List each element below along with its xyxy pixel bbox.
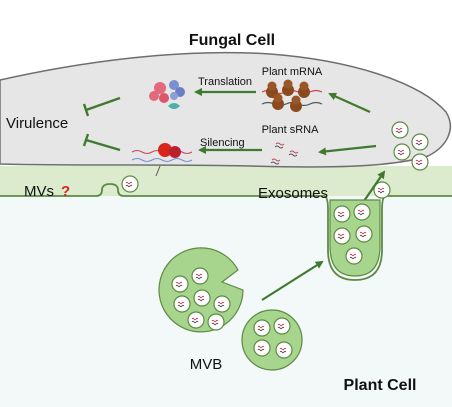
fungal-cell: [0, 51, 451, 168]
mvs-label: MVs: [24, 183, 54, 200]
mrna-uptake-arrow: [328, 92, 371, 114]
fusing-mvb: [329, 199, 381, 277]
srna-uptake-arrow: [318, 144, 377, 156]
inhibition-bar-icon: [82, 96, 121, 117]
vesicle-icon: [353, 203, 371, 221]
vesicle-icon: [121, 175, 139, 193]
vesicle-icon: [275, 341, 293, 359]
virulence-label: Virulence: [6, 115, 68, 132]
vesicle-icon: [213, 295, 231, 313]
protein-icon: [149, 80, 185, 109]
vesicle-icon: [193, 289, 211, 307]
plant-mrna-label: Plant mRNA: [262, 66, 323, 78]
vesicle-icon: [171, 275, 189, 293]
plant-plasma-membrane: [0, 183, 452, 281]
translation-label: Translation: [198, 76, 252, 88]
vesicle-icon: [333, 205, 351, 223]
mvb-large: [158, 247, 244, 333]
vesicle-icon: [273, 317, 291, 335]
plant-srna-label: Plant sRNA: [262, 124, 320, 136]
silencing-complex-icon: [131, 143, 193, 177]
inhibition-bar-icon: [82, 133, 121, 152]
plant-mrna-icon: [261, 79, 323, 112]
vesicle-icon: [173, 295, 191, 313]
vesicle-icon: [191, 267, 209, 285]
mvs-question-mark: ?: [61, 183, 70, 200]
exosomes-label: Exosomes: [258, 185, 328, 202]
vesicle-icon: [333, 227, 351, 245]
vesicle-icon: [207, 313, 225, 331]
fungal-cell-label: Fungal Cell: [189, 32, 275, 49]
mvb-small: [241, 309, 303, 371]
vesicle-icon: [411, 153, 429, 171]
vesicle-icon: [411, 133, 429, 151]
vesicle-icon: [187, 311, 205, 329]
vesicle-icon: [355, 225, 373, 243]
mvb-transport-arrow: [261, 260, 324, 301]
vesicle-icon: [253, 339, 271, 357]
plant-cell-label: Plant Cell: [344, 377, 417, 394]
vesicle-icon: [393, 143, 411, 161]
vesicle-icon: [345, 247, 363, 265]
mvb-label: MVB: [190, 356, 223, 373]
vesicle-icon: [391, 121, 409, 139]
silencing-label: Silencing: [200, 137, 245, 149]
vesicle-icon: [253, 319, 271, 337]
